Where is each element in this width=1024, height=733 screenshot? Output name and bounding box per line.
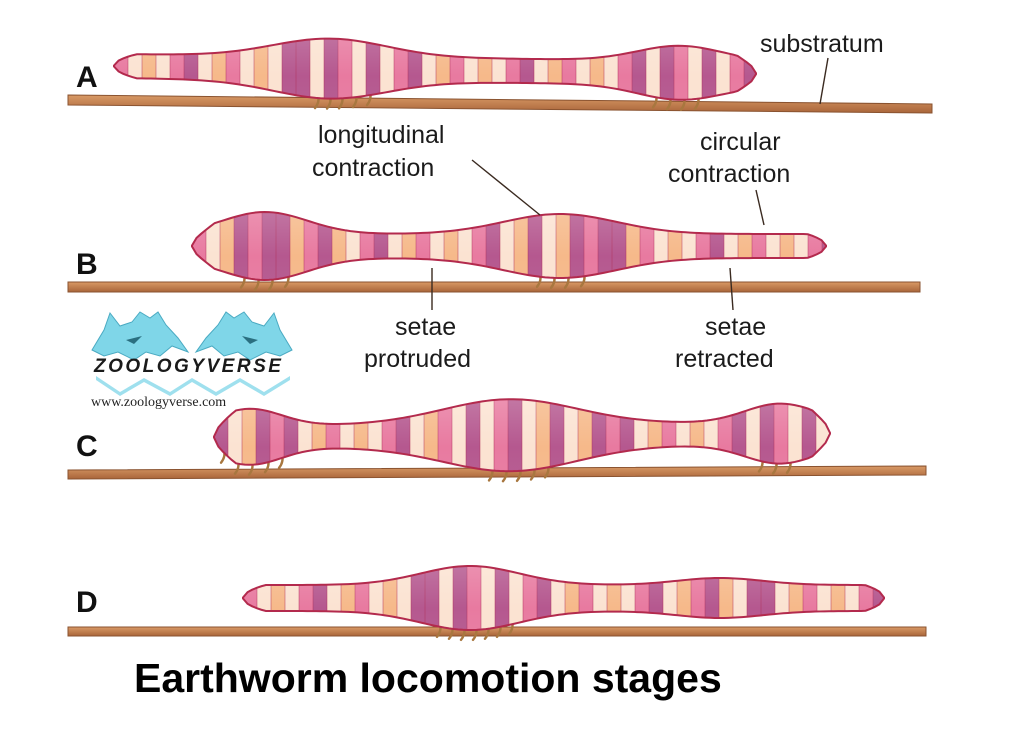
label-retracted-line2: retracted xyxy=(675,345,774,373)
leader-circular xyxy=(755,189,765,226)
label-protruded-line2: protruded xyxy=(364,345,471,373)
ground-strip-d xyxy=(67,626,927,637)
worm-outline xyxy=(242,565,885,631)
label-retracted-line1: setae xyxy=(705,313,766,341)
worm-stage-c xyxy=(213,398,831,483)
stage-letter-a: A xyxy=(76,61,98,94)
substratum-strips xyxy=(67,94,933,637)
worm-outline xyxy=(113,37,757,101)
worm-outline xyxy=(213,398,831,473)
label-circular-line2: contraction xyxy=(668,160,790,188)
label-protruded-line1: setae xyxy=(395,313,456,341)
logo-url-text: www.zoologyverse.com xyxy=(91,395,226,410)
wolf-head-left-icon xyxy=(91,311,190,361)
figure-title: Earthworm locomotion stages xyxy=(134,655,722,701)
worm-stage-a xyxy=(113,37,757,111)
leader-retracted xyxy=(729,267,734,311)
ground-strip-b xyxy=(67,281,921,293)
worm-outline xyxy=(191,211,827,281)
label-substratum: substratum xyxy=(760,30,884,58)
stage-letter-d: D xyxy=(76,586,98,619)
logo-brand-text: ZOOLOGYVERSE xyxy=(93,356,283,377)
ground-strip-a xyxy=(67,94,933,114)
wolf-head-right-icon xyxy=(194,311,293,361)
leader-longitudinal xyxy=(471,159,541,216)
body-segments xyxy=(114,38,756,100)
label-circular-line1: circular xyxy=(700,128,781,156)
ground-strip-c xyxy=(67,465,927,480)
stage-letter-b: B xyxy=(76,248,98,281)
label-longitudinal-line2: contraction xyxy=(312,154,434,182)
body-segments xyxy=(214,399,830,472)
zoologyverse-logo: ZOOLOGYVERSE www.zoologyverse.com xyxy=(91,311,293,410)
stage-letter-c: C xyxy=(76,430,98,463)
leader-substratum xyxy=(819,57,829,105)
label-longitudinal-line1: longitudinal xyxy=(318,121,445,149)
